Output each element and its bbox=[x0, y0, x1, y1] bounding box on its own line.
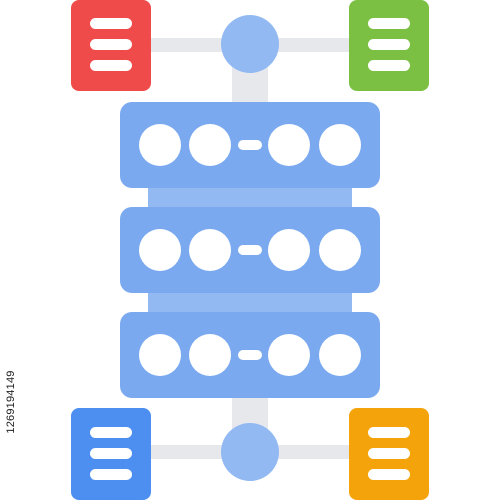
server-rack-top bbox=[120, 102, 380, 188]
node-bottom-left-document-icon bbox=[71, 408, 151, 500]
drive-light bbox=[319, 229, 361, 271]
server-rack-middle bbox=[120, 207, 380, 293]
drive-light bbox=[139, 229, 181, 271]
drive-light bbox=[268, 124, 310, 166]
drive-light bbox=[319, 124, 361, 166]
drive-light bbox=[268, 334, 310, 376]
bottom-hub-circle bbox=[221, 423, 279, 481]
server-rack-bottom bbox=[120, 312, 380, 398]
drive-light bbox=[189, 334, 231, 376]
status-dash bbox=[238, 245, 262, 255]
drive-light bbox=[139, 124, 181, 166]
node-bottom-right-document-icon bbox=[349, 408, 429, 500]
drive-light bbox=[139, 334, 181, 376]
status-dash bbox=[238, 140, 262, 150]
stock-id-watermark: 1269194149 bbox=[5, 370, 17, 434]
top-hub-circle bbox=[221, 15, 279, 73]
drive-light bbox=[268, 229, 310, 271]
node-top-right-document-icon bbox=[349, 0, 429, 91]
status-dash bbox=[238, 350, 262, 360]
drive-light bbox=[189, 229, 231, 271]
node-top-left-document-icon bbox=[71, 0, 151, 91]
drive-light bbox=[319, 334, 361, 376]
drive-light bbox=[189, 124, 231, 166]
